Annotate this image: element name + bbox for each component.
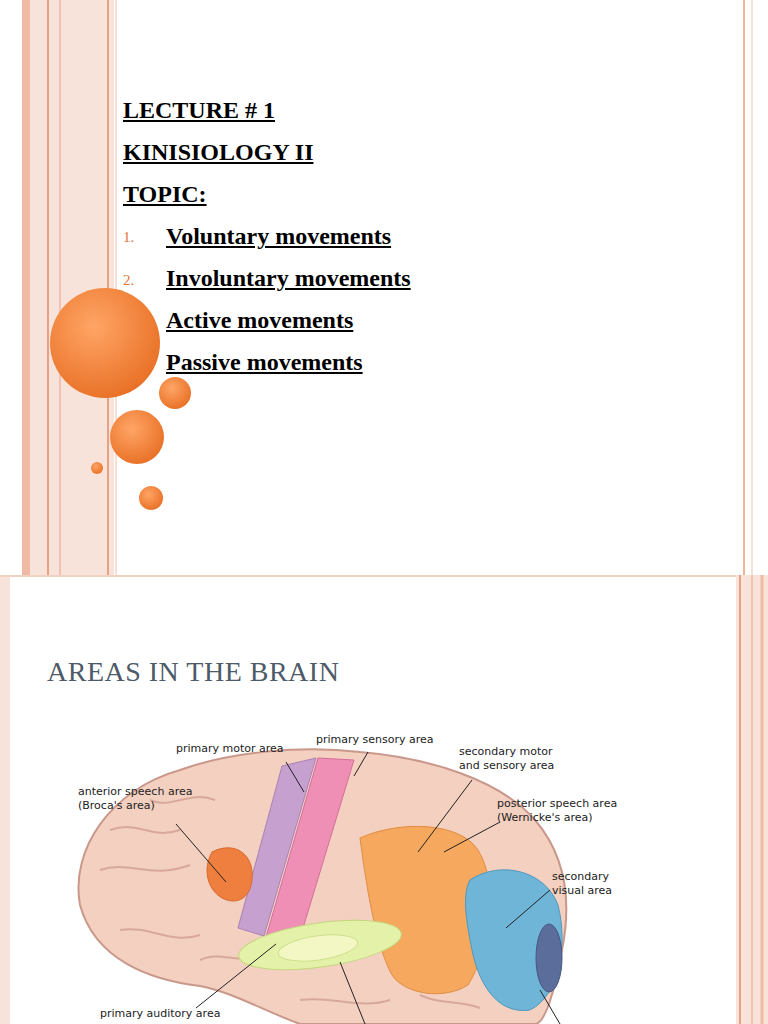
area-label: secondary visual area — [552, 870, 628, 898]
slide-title: AREAS IN THE BRAIN — [47, 656, 339, 688]
topic-heading: TOPIC: — [123, 180, 207, 209]
topic-item: Active movements — [166, 306, 353, 335]
area-label: anterior speech area (Broca's area) — [78, 785, 213, 813]
area-label: secondary motor and sensory area — [459, 745, 571, 773]
topic-item: Passive movements — [166, 348, 363, 377]
lecture-number: LECTURE # 1 — [123, 96, 275, 125]
topic-item: Involuntary movements — [166, 264, 411, 293]
area-label: primary motor area — [176, 742, 284, 756]
list-number: 1. — [123, 229, 134, 246]
area-label: posterior speech area (Wernicke's area) — [497, 797, 639, 825]
brain-illustration — [78, 749, 566, 1024]
area-label: primary sensory area — [316, 733, 434, 747]
topic-item: Voluntary movements — [166, 222, 391, 251]
area-label: primary auditory area — [100, 1007, 220, 1021]
course-name: KINISIOLOGY II — [123, 138, 314, 167]
list-number: 2. — [123, 272, 134, 289]
